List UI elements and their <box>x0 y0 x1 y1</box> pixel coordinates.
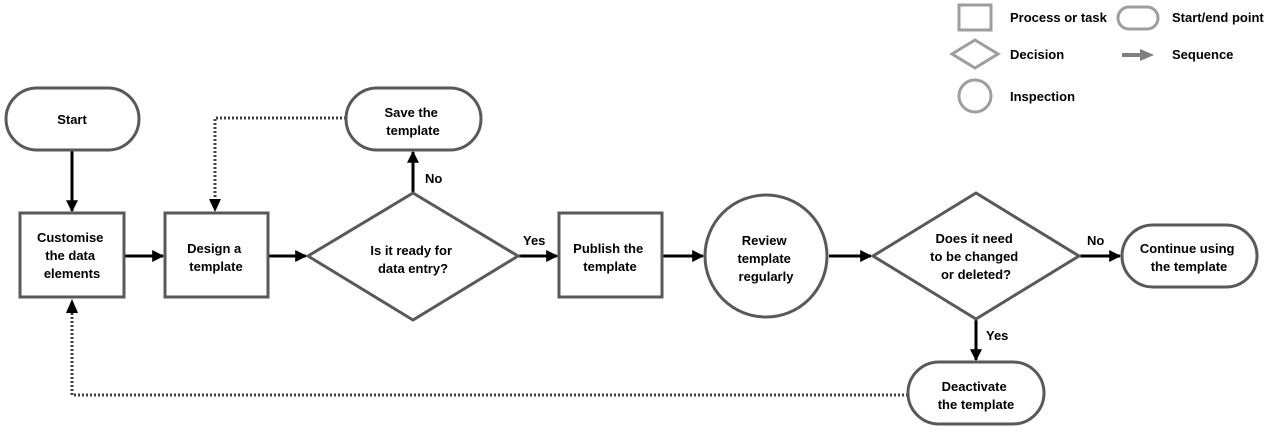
node-deactivate-template: Deactivate the template <box>906 360 1046 426</box>
decision-change-label: Does it need to be changed or deleted? <box>930 231 1022 282</box>
inspection-review-template: Review template regularly <box>703 193 829 319</box>
legend-inspection-label: Inspection <box>1010 89 1075 104</box>
node-customise-data-elements: Customise the data elements <box>18 211 126 299</box>
inspection-review-label: Review template regularly <box>737 233 794 284</box>
legend-sequence-arrow <box>1122 49 1154 61</box>
node-continue-using-template: Continue using the template <box>1120 223 1259 289</box>
label-change-yes: Yes <box>986 328 1008 343</box>
legend-sequence-label: Sequence <box>1172 47 1233 62</box>
legend-process-label: Process or task <box>1010 10 1108 25</box>
legend-decision-shape <box>949 38 1001 70</box>
legend-terminal-label: Start/end point <box>1172 10 1264 25</box>
node-save-label: Save the template <box>384 105 441 138</box>
dotted-deactivate-to-customise <box>70 312 908 397</box>
label-ready-yes: Yes <box>523 233 545 248</box>
label-ready-no: No <box>425 171 442 186</box>
node-continue-label: Continue using the template <box>1140 241 1238 274</box>
decision-ready-label: Is it ready for data entry? <box>370 243 455 276</box>
legend-process-shape <box>957 3 993 32</box>
node-save-template: Save the template <box>344 86 483 152</box>
node-design-label: Design a template <box>187 241 245 274</box>
label-change-no: No <box>1087 233 1104 248</box>
legend: Process or task Start/end point Decision… <box>949 3 1264 114</box>
decision-ready-for-data-entry: Is it ready for data entry? <box>305 191 521 322</box>
dotted-save-to-design <box>213 116 346 201</box>
node-start-label: Start <box>57 112 87 127</box>
node-customise-label: Customise the data elements <box>37 230 107 281</box>
legend-inspection-shape <box>957 78 993 114</box>
legend-terminal-shape <box>1116 5 1160 31</box>
node-design-template: Design a template <box>163 211 270 299</box>
legend-decision-label: Decision <box>1010 47 1064 62</box>
node-start: Start <box>4 86 141 152</box>
decision-change-or-delete: Does it need to be changed or deleted? <box>870 191 1082 321</box>
node-publish-template: Publish the template <box>557 211 664 299</box>
connectors <box>66 116 1122 397</box>
node-deactivate-label: Deactivate the template <box>938 379 1015 412</box>
node-publish-label: Publish the template <box>573 241 647 274</box>
